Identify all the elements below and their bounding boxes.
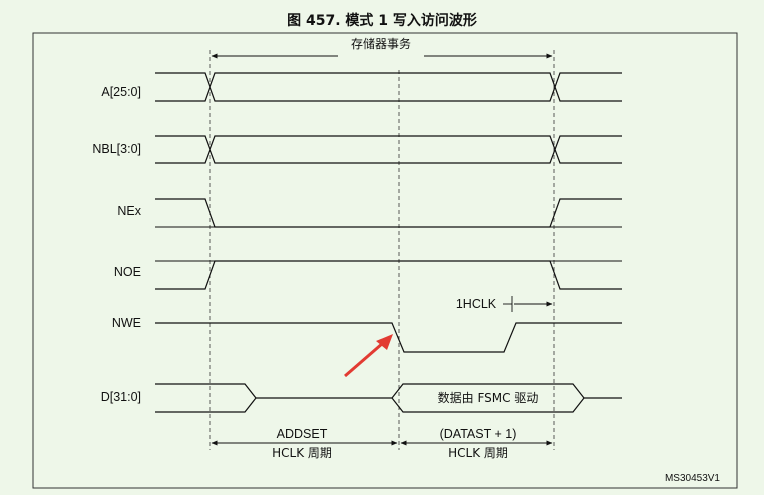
- waveform-noe: [155, 260, 622, 290]
- memory-transaction-span: 存储器事务: [211, 36, 553, 64]
- addset-span: ADDSET HCLK 周期: [211, 427, 398, 460]
- waveform-addr: [155, 72, 622, 102]
- signal-label-nwe: NWE: [112, 316, 141, 330]
- signal-label-addr: A[25:0]: [101, 85, 141, 99]
- signal-label-data: D[31:0]: [101, 390, 141, 404]
- datast-label: (DATAST + 1): [440, 427, 517, 441]
- waveform-nbl: [155, 135, 622, 164]
- datast-unit-label: HCLK 周期: [448, 446, 508, 460]
- waveform-data: 数据由 FSMC 驱动: [155, 383, 622, 413]
- waveform-nex: [155, 198, 622, 228]
- figure-frame: [32, 32, 738, 489]
- addset-unit-label: HCLK 周期: [272, 446, 332, 460]
- datast-span: (DATAST + 1) HCLK 周期: [400, 427, 553, 460]
- guide-lines: [209, 50, 555, 450]
- signal-label-nex: NEx: [117, 204, 141, 218]
- data-driven-label: 数据由 FSMC 驱动: [438, 390, 539, 405]
- signal-label-noe: NOE: [114, 265, 141, 279]
- addset-label: ADDSET: [277, 427, 328, 441]
- hclk-annotation: 1HCLK: [456, 296, 553, 312]
- waveform-nwe: [155, 322, 622, 353]
- figure-title: 图 457. 模式 1 写入访问波形: [287, 12, 477, 29]
- highlight-arrow: [344, 334, 393, 378]
- figure-reference: MS30453V1: [665, 473, 720, 484]
- hclk-label: 1HCLK: [456, 297, 497, 311]
- signal-label-nbl: NBL[3:0]: [92, 142, 141, 156]
- memory-transaction-label: 存储器事务: [351, 36, 411, 51]
